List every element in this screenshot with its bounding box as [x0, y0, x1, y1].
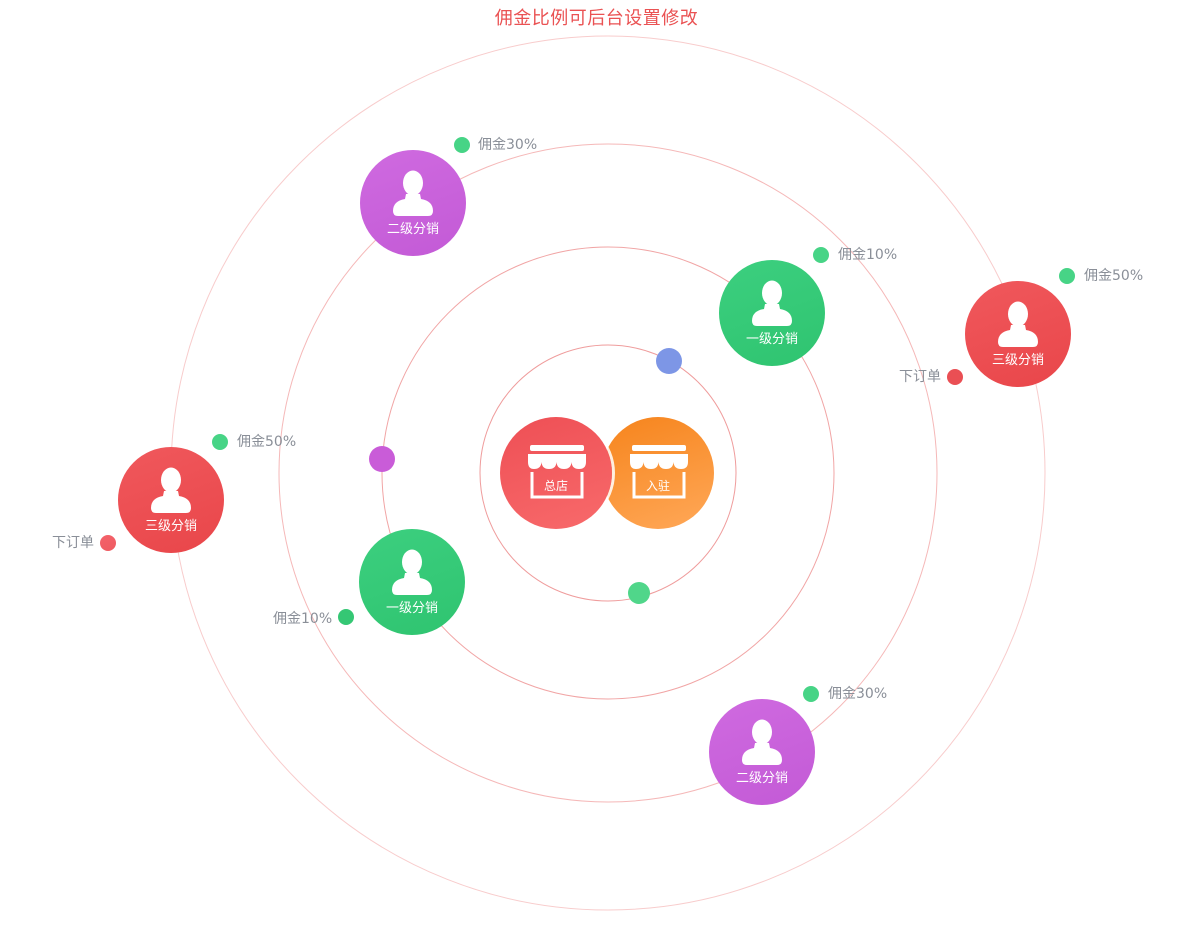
node-level3-left[interactable]: 三级分销 — [118, 447, 224, 553]
storefront-icon — [528, 445, 586, 499]
orbit-ring-2 — [381, 246, 835, 700]
node-level2-bottom[interactable]: 二级分销 — [709, 699, 815, 805]
main-store-label: 总店 — [543, 479, 568, 493]
commission-dot — [454, 137, 470, 153]
main-store[interactable]: 总店 — [500, 417, 612, 529]
node-level1-left[interactable]: 一级分销 — [359, 529, 465, 635]
node-level3-right[interactable]: 三级分销 — [965, 281, 1071, 387]
commission-dot — [212, 434, 228, 450]
person-icon — [151, 467, 191, 513]
commission-dot — [1059, 268, 1075, 284]
node-level1-right[interactable]: 一级分销 — [719, 260, 825, 366]
order-tag: 下订单 — [52, 535, 94, 551]
node-label: 一级分销 — [385, 601, 438, 616]
commission-dot — [803, 686, 819, 702]
orbit-ring-3 — [278, 143, 938, 803]
commission-tag: 佣金30% — [828, 686, 888, 702]
node-level2-top[interactable]: 二级分销 — [360, 150, 466, 256]
join-store[interactable]: 入驻 — [602, 417, 714, 529]
order-dot — [947, 369, 963, 385]
person-icon — [742, 719, 782, 765]
node-label: 三级分销 — [144, 519, 197, 534]
commission-tag: 佣金50% — [237, 434, 297, 450]
orbit-dot-purple — [369, 446, 395, 472]
order-tag: 下订单 — [899, 369, 941, 385]
person-icon — [393, 170, 433, 216]
person-icon — [392, 549, 432, 595]
orbit-dot-green — [628, 582, 650, 604]
commission-tag: 佣金50% — [1084, 268, 1144, 284]
person-icon — [752, 280, 792, 326]
node-label: 二级分销 — [386, 222, 439, 237]
orbit-dot-blue — [656, 348, 682, 374]
orbit-ring-1 — [479, 344, 737, 602]
join-store-label: 入驻 — [645, 479, 670, 493]
node-label: 二级分销 — [735, 771, 788, 786]
person-icon — [998, 301, 1038, 347]
commission-dot — [338, 609, 354, 625]
commission-tag: 佣金10% — [273, 611, 333, 627]
storefront-icon — [630, 445, 688, 499]
commission-tag: 佣金10% — [838, 247, 898, 263]
node-label: 一级分销 — [745, 332, 798, 347]
page-title: 佣金比例可后台设置修改 — [494, 8, 699, 29]
node-label: 三级分销 — [991, 353, 1044, 368]
commission-dot — [813, 247, 829, 263]
order-dot — [100, 535, 116, 551]
commission-tag: 佣金30% — [478, 137, 538, 153]
